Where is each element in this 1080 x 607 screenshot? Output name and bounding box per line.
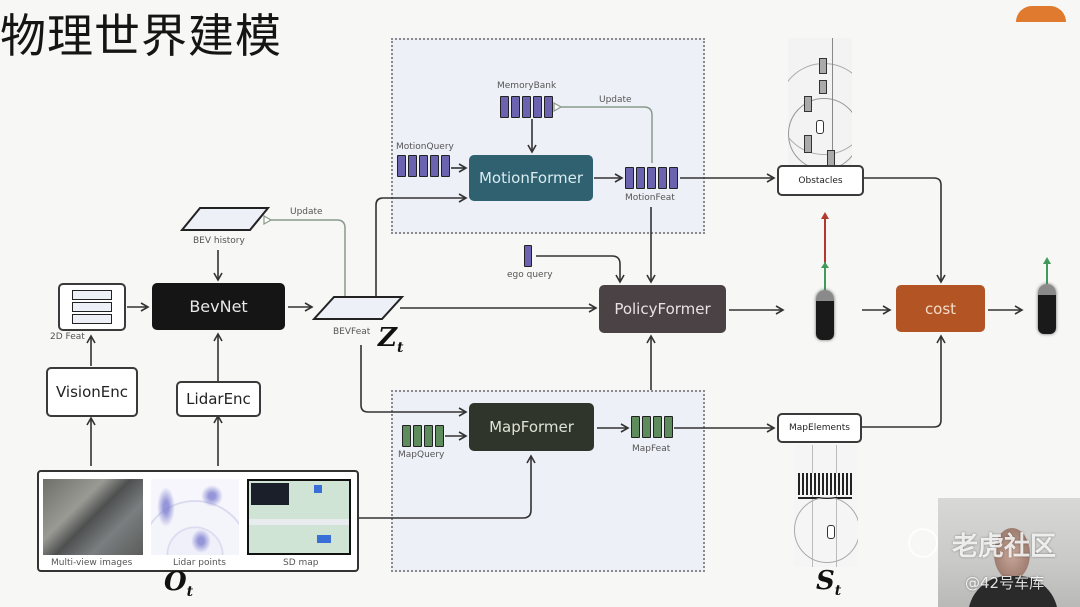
state-z-symbol: Zt [378, 323, 404, 357]
arrow-update-bevhistory [270, 220, 346, 296]
motionfeat-label: MotionFeat [625, 193, 675, 203]
feat2d-block [58, 283, 126, 331]
lidarenc-block: LidarEnc [176, 381, 261, 417]
arrow-obstacles-cost [862, 177, 946, 284]
bev-history-plane [179, 207, 271, 231]
arrow-mapelements-cost [862, 334, 946, 428]
visionenc-block: VisionEnc [46, 367, 138, 417]
mapfeat-label: MapFeat [632, 444, 671, 454]
input-label-lidar: Lidar points [173, 558, 226, 568]
watermark-handle: @42号车库 [965, 574, 1045, 592]
map-elements-bev-view [794, 445, 858, 567]
feat2d-label: 2D Feat [50, 332, 85, 342]
corner-badge [1016, 6, 1066, 22]
input-label-images: Multi-view images [51, 558, 133, 568]
motionfeat-tokens [625, 167, 678, 189]
observation-symbol: Ot [164, 567, 194, 601]
bev-history-label: BEV history [193, 236, 245, 246]
mapformer-block: MapFormer [469, 403, 594, 451]
sd-map-icon [247, 479, 351, 555]
mapquery-label: MapQuery [398, 450, 445, 460]
policyformer-block: PolicyFormer [599, 285, 726, 333]
arrow-sdmap-mapformer [357, 454, 536, 519]
ego-car-selected [1038, 284, 1056, 334]
bev-update-label: Update [290, 207, 323, 217]
watermark-logo-icon [908, 528, 938, 558]
obstacles-bev-view [788, 38, 852, 166]
ego-query-label: ego query [507, 270, 553, 280]
mapquery-tokens [402, 425, 444, 447]
input-label-sdmap: SD map [283, 558, 319, 568]
memorybank-tokens [500, 96, 553, 118]
mapfeat-tokens [631, 416, 673, 438]
state-s-symbol: St [816, 566, 842, 600]
mapelements-box: MapElements [777, 413, 862, 443]
memorybank-label: MemoryBank [497, 81, 557, 91]
arrow-bevfeat-mapformer [360, 345, 468, 417]
arrow-egoquery-policyformer [536, 255, 625, 284]
slide-title: 物理世界建模 [0, 9, 282, 63]
lidar-points-icon [151, 479, 239, 555]
motionquery-label: MotionQuery [396, 142, 454, 152]
feat-bar [72, 302, 112, 312]
cost-block: cost [896, 285, 985, 332]
arrow-bevfeat-motionformer [375, 193, 468, 296]
bevnet-block: BevNet [152, 283, 285, 330]
inputs-panel: Multi-view images Lidar points SD map [37, 470, 359, 572]
motionformer-block: MotionFormer [469, 155, 593, 201]
bevfeat-plane [311, 296, 405, 320]
ego-query-token [524, 245, 532, 267]
arrow-update-memorybank [560, 107, 653, 163]
motion-update-label: Update [599, 95, 632, 105]
camera-images-icon [43, 479, 143, 555]
bevfeat-label: BEVFeat [333, 327, 371, 337]
watermark-brand: 老虎社区 [952, 532, 1057, 562]
ego-car-candidate [816, 290, 834, 340]
presenter-webcam [938, 498, 1080, 607]
feat-bar [72, 314, 112, 324]
feat-bar [72, 290, 112, 300]
motionquery-tokens [397, 155, 450, 177]
obstacles-box: Obstacles [777, 165, 864, 196]
